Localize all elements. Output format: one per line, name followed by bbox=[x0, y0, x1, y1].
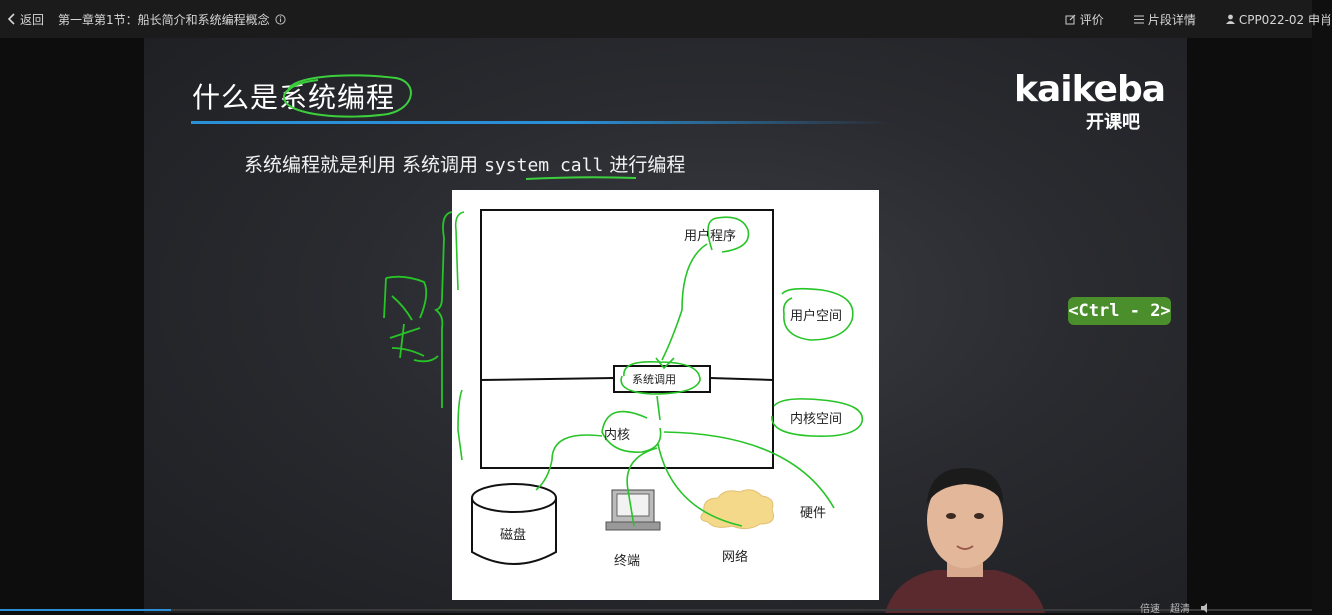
info-icon[interactable] bbox=[275, 13, 286, 25]
diagram-lines bbox=[454, 209, 864, 565]
top-bar: 返回 第一章第1节：船长简介和系统编程概念 评价 片段详情 CPP022-02 … bbox=[0, 0, 1332, 38]
subtitle-prefix: 系统编程就是利用 系统调用 bbox=[244, 154, 485, 176]
video-player[interactable]: 什么是系统编程 kaikeba 开课吧 系统编程就是利用 系统调用 system… bbox=[0, 38, 1312, 613]
subtitle-underline-annotation bbox=[525, 176, 637, 180]
slide-subtitle: 系统编程就是利用 系统调用 system call 进行编程 bbox=[244, 150, 685, 177]
quality-button[interactable]: 超清 bbox=[1170, 604, 1190, 615]
label-user-program: 用户程序 bbox=[684, 229, 737, 244]
back-label: 返回 bbox=[20, 12, 45, 27]
volume-icon[interactable] bbox=[1200, 602, 1210, 613]
back-button[interactable]: 返回 bbox=[7, 11, 45, 28]
player-controls: 倍速 超清 bbox=[1140, 600, 1210, 615]
label-kernel: 内核 bbox=[604, 428, 631, 443]
kaikeba-logo: kaikeba 开课吧 bbox=[1014, 69, 1166, 134]
label-kernel-space: 内核空间 bbox=[790, 412, 843, 427]
speed-button[interactable]: 倍速 bbox=[1140, 604, 1160, 615]
slide: 什么是系统编程 kaikeba 开课吧 系统编程就是利用 系统调用 system… bbox=[144, 38, 1187, 613]
label-network: 网络 bbox=[722, 550, 749, 565]
user-label: CPP022-02 申肖 bbox=[1238, 12, 1332, 27]
title-annotation bbox=[283, 74, 412, 118]
label-hardware: 硬件 bbox=[800, 506, 827, 521]
review-label: 评价 bbox=[1079, 12, 1104, 27]
progress-fill bbox=[0, 609, 171, 611]
label-user-space: 用户空间 bbox=[790, 309, 843, 324]
presenter-video bbox=[885, 468, 1045, 613]
progress-track[interactable] bbox=[0, 609, 1312, 611]
kernel-diagram: 用户程序 用户空间 系统调用 内核空间 内核 磁盘 终端 网络 硬件 bbox=[452, 190, 879, 600]
edit-icon bbox=[1065, 14, 1076, 24]
user-menu[interactable]: CPP022-02 申肖 bbox=[1225, 11, 1332, 28]
shortcut-badge: <Ctrl - 2> bbox=[1068, 297, 1171, 325]
label-disk: 磁盘 bbox=[500, 528, 527, 543]
review-button[interactable]: 评价 bbox=[1065, 11, 1104, 28]
title-underline bbox=[191, 121, 891, 124]
chevron-left-icon bbox=[7, 13, 15, 25]
label-terminal: 终端 bbox=[614, 554, 641, 569]
subtitle-suffix: 进行编程 bbox=[603, 154, 686, 176]
logo-cn-text: 开课吧 bbox=[1086, 112, 1140, 133]
label-syscall: 系统调用 bbox=[632, 373, 676, 386]
segment-details-button[interactable]: 片段详情 bbox=[1133, 11, 1196, 28]
segment-label: 片段详情 bbox=[1147, 12, 1196, 27]
handwritten-annotation bbox=[383, 211, 453, 408]
list-icon bbox=[1133, 15, 1144, 23]
subtitle-code: system call bbox=[484, 155, 604, 176]
logo-text: kaikeba bbox=[1014, 69, 1166, 110]
lesson-title: 第一章第1节：船长简介和系统编程概念 bbox=[58, 12, 270, 27]
user-icon bbox=[1225, 14, 1235, 24]
